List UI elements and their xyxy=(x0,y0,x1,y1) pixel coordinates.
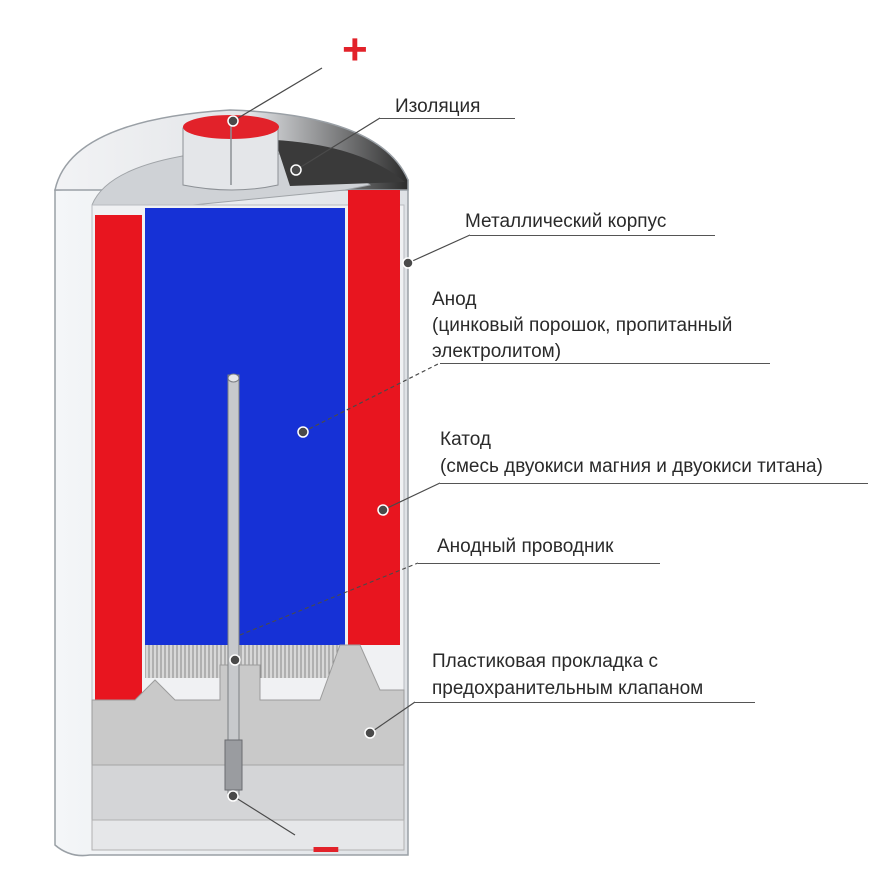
anode-conductor-rod xyxy=(227,374,240,796)
label-gasket-2: предохранительным клапаном xyxy=(432,678,704,699)
rule-cathode xyxy=(440,483,868,484)
cathode-right xyxy=(348,190,400,645)
rule-anode xyxy=(440,363,770,364)
leader-lines xyxy=(232,67,471,836)
rule-gasket xyxy=(415,702,755,703)
rule-metal-case xyxy=(470,235,715,236)
rule-insulation xyxy=(380,118,515,119)
label-anode-desc-2: электролитом) xyxy=(432,341,562,362)
gasket-ledge xyxy=(91,764,405,821)
separator-mesh xyxy=(145,645,345,678)
anode-conductor-head xyxy=(224,739,243,791)
positive-terminal-sign: + xyxy=(342,25,368,74)
anode-core xyxy=(145,208,345,678)
label-cathode-desc: (смесь двуокиси магния и двуокиси титана… xyxy=(440,456,823,477)
anode-conductor-tip xyxy=(227,373,240,383)
label-anode-conductor: Анодный проводник xyxy=(437,536,614,557)
label-insulation: Изоляция xyxy=(395,96,481,117)
insulation-ring xyxy=(275,140,405,186)
label-anode-title: Анод xyxy=(432,289,477,310)
label-gasket-1: Пластиковая прокладка с xyxy=(432,651,658,672)
rule-anode-conductor xyxy=(418,563,660,564)
label-metal-case: Металлический корпус xyxy=(465,211,667,232)
label-anode-desc-1: (цинковый порошок, пропитанный xyxy=(432,315,733,336)
case-bottom xyxy=(91,819,405,851)
cathode-left xyxy=(95,215,142,705)
leader-dots xyxy=(227,115,414,802)
negative-terminal-sign: – xyxy=(312,818,340,874)
plastic-gasket xyxy=(91,644,405,766)
label-cathode-title: Катод xyxy=(440,429,491,450)
